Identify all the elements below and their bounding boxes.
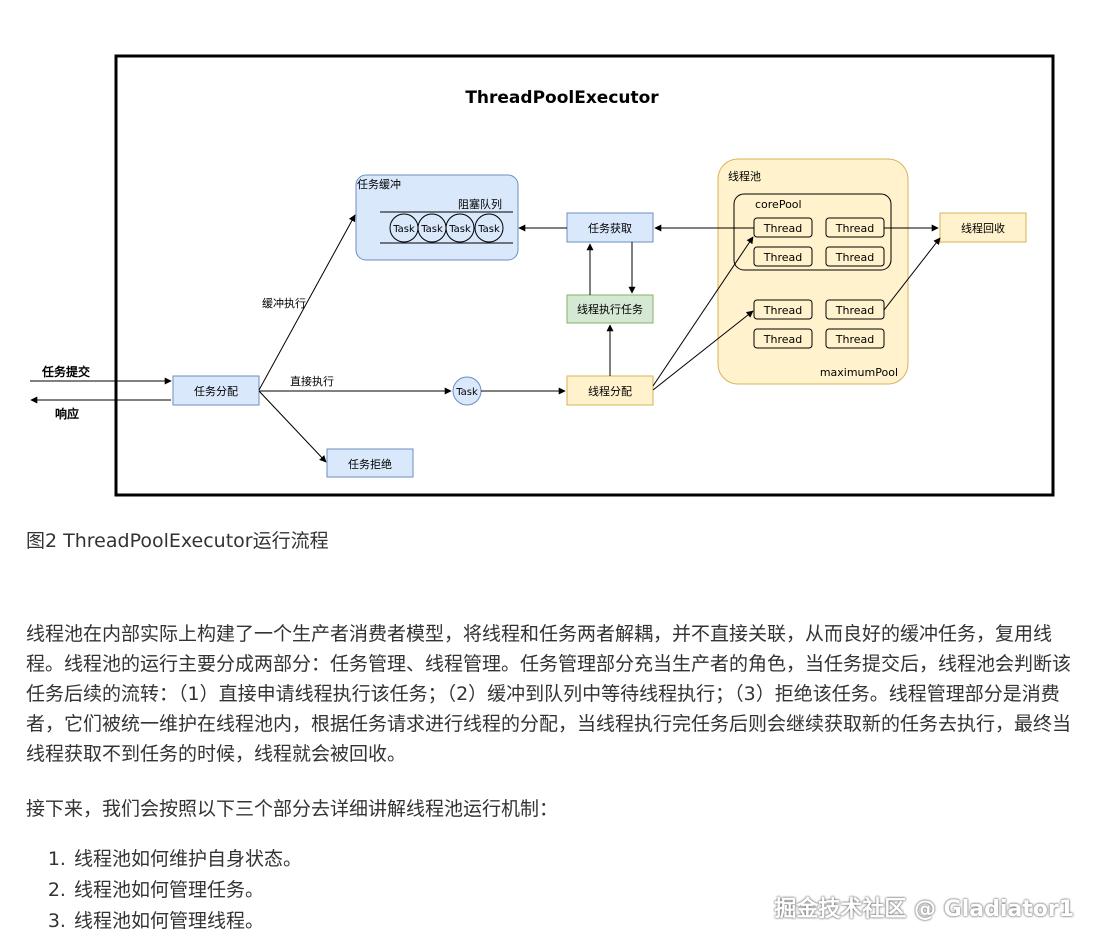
list-item: 线程池如何维护自身状态。 [72, 844, 302, 875]
svg-text:Thread: Thread [835, 251, 874, 264]
buffer-exec-label: 缓冲执行 [262, 296, 306, 310]
paragraph: 线程池在内部实际上构建了一个生产者消费者模型，将线程和任务两者解耦，并不直接关联… [26, 623, 1072, 765]
svg-text:Task: Task [455, 387, 478, 398]
task-dispatch-box: 任务分配 [172, 375, 260, 406]
thread-pool-label: 线程池 [728, 169, 761, 183]
ordered-list: 线程池如何维护自身状态。 线程池如何管理任务。 线程池如何管理线程。 [26, 844, 302, 937]
svg-text:Task: Task [392, 224, 415, 235]
svg-text:Task: Task [420, 224, 443, 235]
thread-alloc-box: 线程分配 [566, 375, 654, 406]
figure-caption: 图2 ThreadPoolExecutor运行流程 [26, 530, 329, 552]
svg-text:Thread: Thread [763, 304, 802, 317]
blocking-queue-label: 阻塞队列 [458, 197, 502, 211]
core-thread: Thread [753, 217, 813, 238]
extra-thread: Thread [753, 328, 813, 349]
svg-text:线程执行任务: 线程执行任务 [577, 302, 643, 316]
threadpool-diagram: ThreadPoolExecutor 线程池 corePool maximumP… [30, 54, 1055, 497]
direct-task: Task [452, 376, 482, 406]
queued-task: Task [474, 213, 504, 243]
queued-task: Task [445, 213, 475, 243]
task-reject-box: 任务拒绝 [326, 448, 414, 478]
direct-exec-label: 直接执行 [290, 374, 334, 388]
thread-pool-group [717, 158, 909, 385]
submit-label: 任务提交 [41, 364, 90, 379]
svg-text:Thread: Thread [835, 333, 874, 346]
svg-text:Thread: Thread [763, 222, 802, 235]
svg-text:线程回收: 线程回收 [961, 221, 1005, 235]
core-thread: Thread [825, 217, 885, 238]
extra-thread: Thread [825, 328, 885, 349]
list-item: 线程池如何管理任务。 [72, 875, 302, 906]
queued-task: Task [389, 213, 419, 243]
svg-text:Thread: Thread [763, 333, 802, 346]
svg-text:任务分配: 任务分配 [194, 385, 238, 398]
svg-text:线程分配: 线程分配 [588, 384, 632, 398]
queued-task: Task [417, 213, 447, 243]
svg-text:任务拒绝: 任务拒绝 [348, 457, 392, 471]
paragraph: 接下来，我们会按照以下三个部分去详细讲解线程池运行机制： [26, 798, 559, 820]
thread-exec-box: 线程执行任务 [566, 294, 654, 324]
extra-thread: Thread [825, 299, 885, 320]
max-pool-label: maximumPool [820, 366, 898, 379]
svg-text:Task: Task [477, 224, 500, 235]
svg-text:Task: Task [448, 224, 471, 235]
core-pool-label: corePool [755, 198, 802, 211]
svg-text:Thread: Thread [763, 251, 802, 264]
svg-text:任务获取: 任务获取 [588, 222, 632, 235]
core-thread: Thread [825, 246, 885, 267]
thread-recycle-box: 线程回收 [939, 212, 1027, 243]
svg-text:Thread: Thread [835, 222, 874, 235]
task-fetch-box: 任务获取 [566, 212, 654, 243]
svg-text:Thread: Thread [835, 304, 874, 317]
diagram-title: ThreadPoolExecutor [465, 88, 659, 108]
core-thread: Thread [753, 246, 813, 267]
task-buffer-label: 任务缓冲 [357, 177, 401, 191]
diagram-frame [114, 54, 1055, 497]
watermark: 掘金技术社区 @ Gladiator1 [774, 897, 1074, 922]
list-item: 线程池如何管理线程。 [72, 906, 302, 937]
extra-thread: Thread [753, 299, 813, 320]
response-label: 响应 [55, 406, 79, 421]
